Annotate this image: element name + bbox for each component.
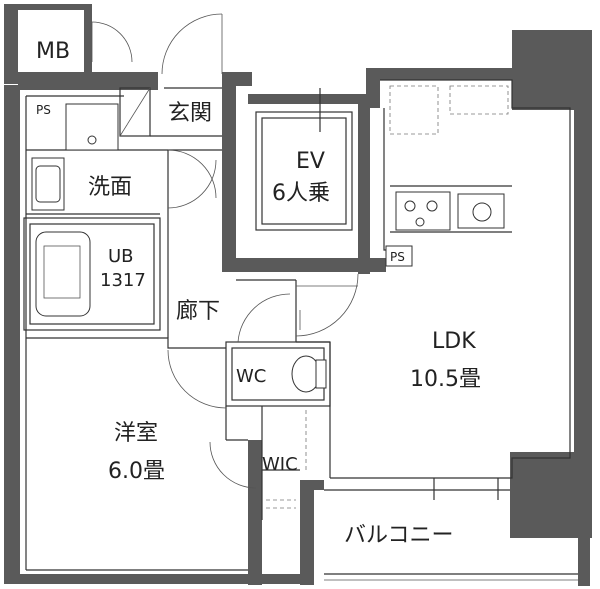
ub-size-label: 1317	[100, 270, 146, 291]
walls	[4, 4, 592, 586]
wic-label: WIC	[262, 454, 298, 475]
yoshitsu-size-label: 6.0畳	[108, 459, 165, 484]
ps-right-label: PS	[390, 250, 405, 264]
wc-label: WC	[236, 366, 266, 387]
balcony	[324, 478, 578, 581]
genkan-label: 玄関	[168, 101, 212, 126]
balcony-label: バルコニー	[344, 523, 454, 548]
ev-label: EV	[296, 149, 325, 174]
ldk-size-label: 10.5畳	[410, 367, 481, 392]
ps-left-label: PS	[36, 103, 51, 117]
ub-label: UB	[108, 246, 134, 267]
mb-label: MB	[36, 39, 70, 64]
ldk-label: LDK	[432, 329, 476, 354]
ev-capacity-label: 6人乗	[272, 181, 330, 206]
door-swings	[91, 13, 359, 489]
rouka-label: 廊下	[176, 299, 220, 324]
senmen-label: 洗面	[88, 175, 132, 200]
yoshitsu-label: 洋室	[114, 421, 158, 446]
fixtures	[31, 85, 512, 509]
